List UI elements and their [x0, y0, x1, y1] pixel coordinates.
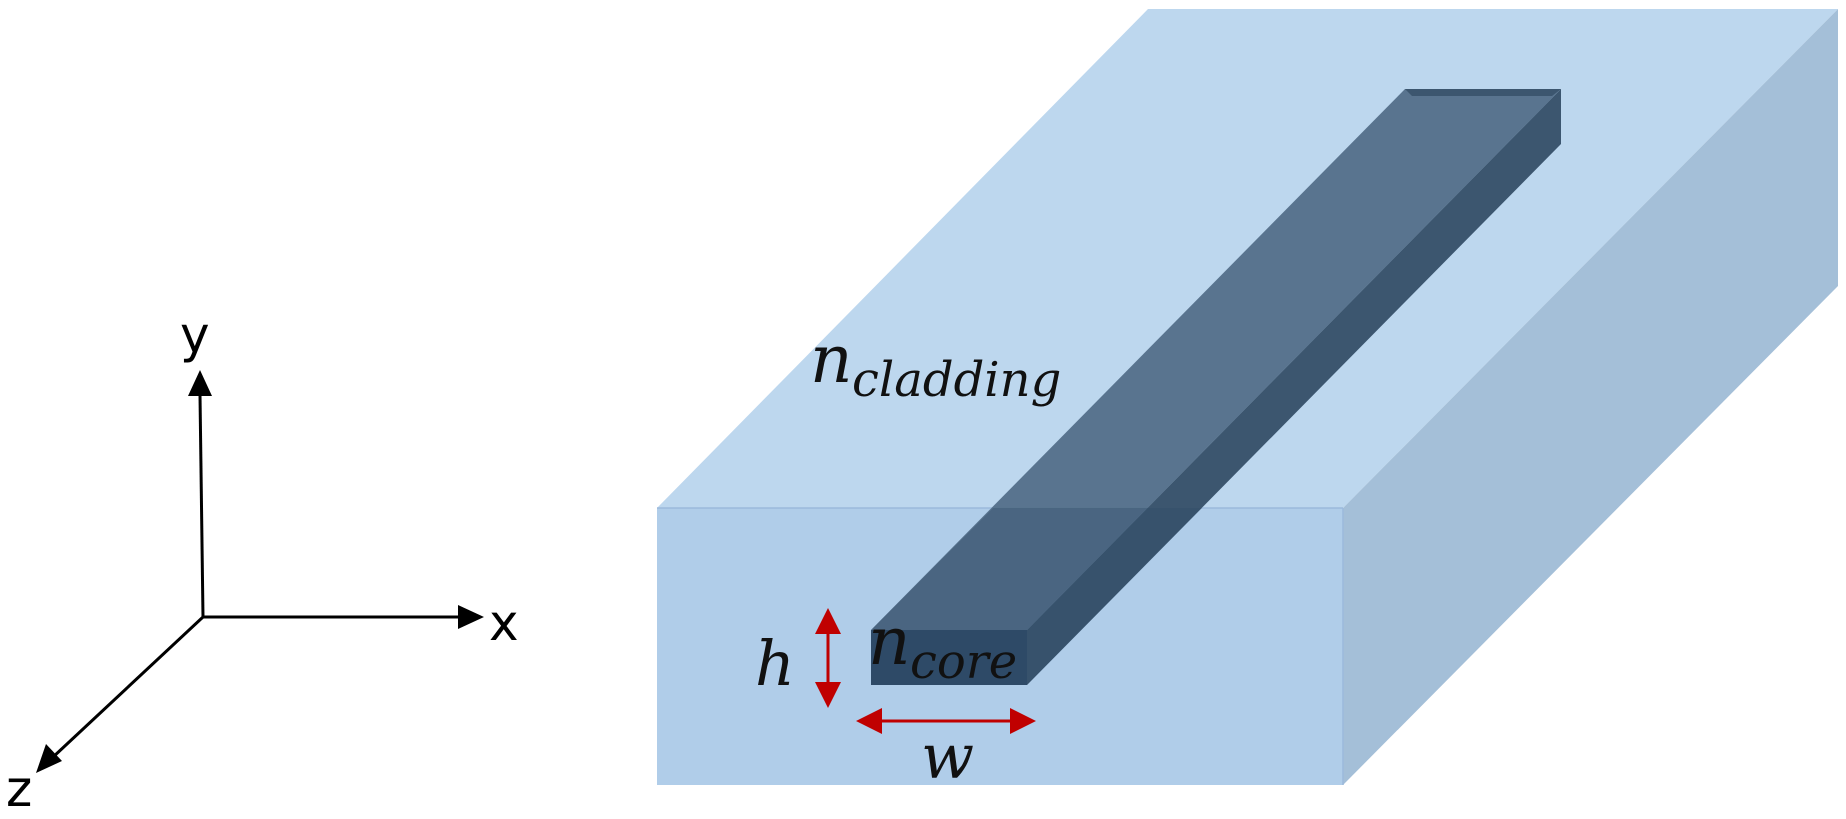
cladding-index-subscript: cladding: [852, 352, 1061, 408]
core-side-face: [1027, 89, 1561, 685]
cladding-side-face: [1343, 9, 1838, 785]
height-arrow-head-top: [815, 608, 841, 634]
height-arrow-head-bottom: [815, 682, 841, 708]
height-label: h: [755, 627, 795, 700]
width-arrow-head-left: [856, 708, 882, 734]
core-index-symbol: n: [868, 603, 911, 680]
core-top-rim: [1405, 89, 1561, 96]
core-embedded-shade: [871, 508, 1202, 685]
z-axis-label: z: [6, 760, 32, 818]
x-axis-label: x: [489, 594, 519, 652]
core-front-face: [871, 630, 1027, 685]
x-arrow-head: [458, 605, 484, 629]
y-arrow-head: [188, 370, 212, 396]
width-label: w: [921, 720, 974, 793]
core-index-label: n core: [868, 603, 1017, 690]
cladding-index-symbol: n: [810, 321, 853, 398]
z-arrow-head: [36, 744, 62, 773]
width-arrow-head-right: [1010, 708, 1036, 734]
y-axis: [198, 394, 205, 618]
coordinate-axes: y x z: [6, 306, 519, 818]
core-index-subscript: core: [910, 634, 1017, 690]
height-dimension: h: [755, 608, 841, 708]
core-top-face: [871, 89, 1561, 630]
z-axis: [50, 615, 205, 760]
y-axis-label: y: [180, 306, 210, 364]
width-dimension: w: [856, 708, 1036, 793]
cladding-index-label: n cladding: [810, 321, 1061, 408]
waveguide-core: [871, 89, 1561, 685]
